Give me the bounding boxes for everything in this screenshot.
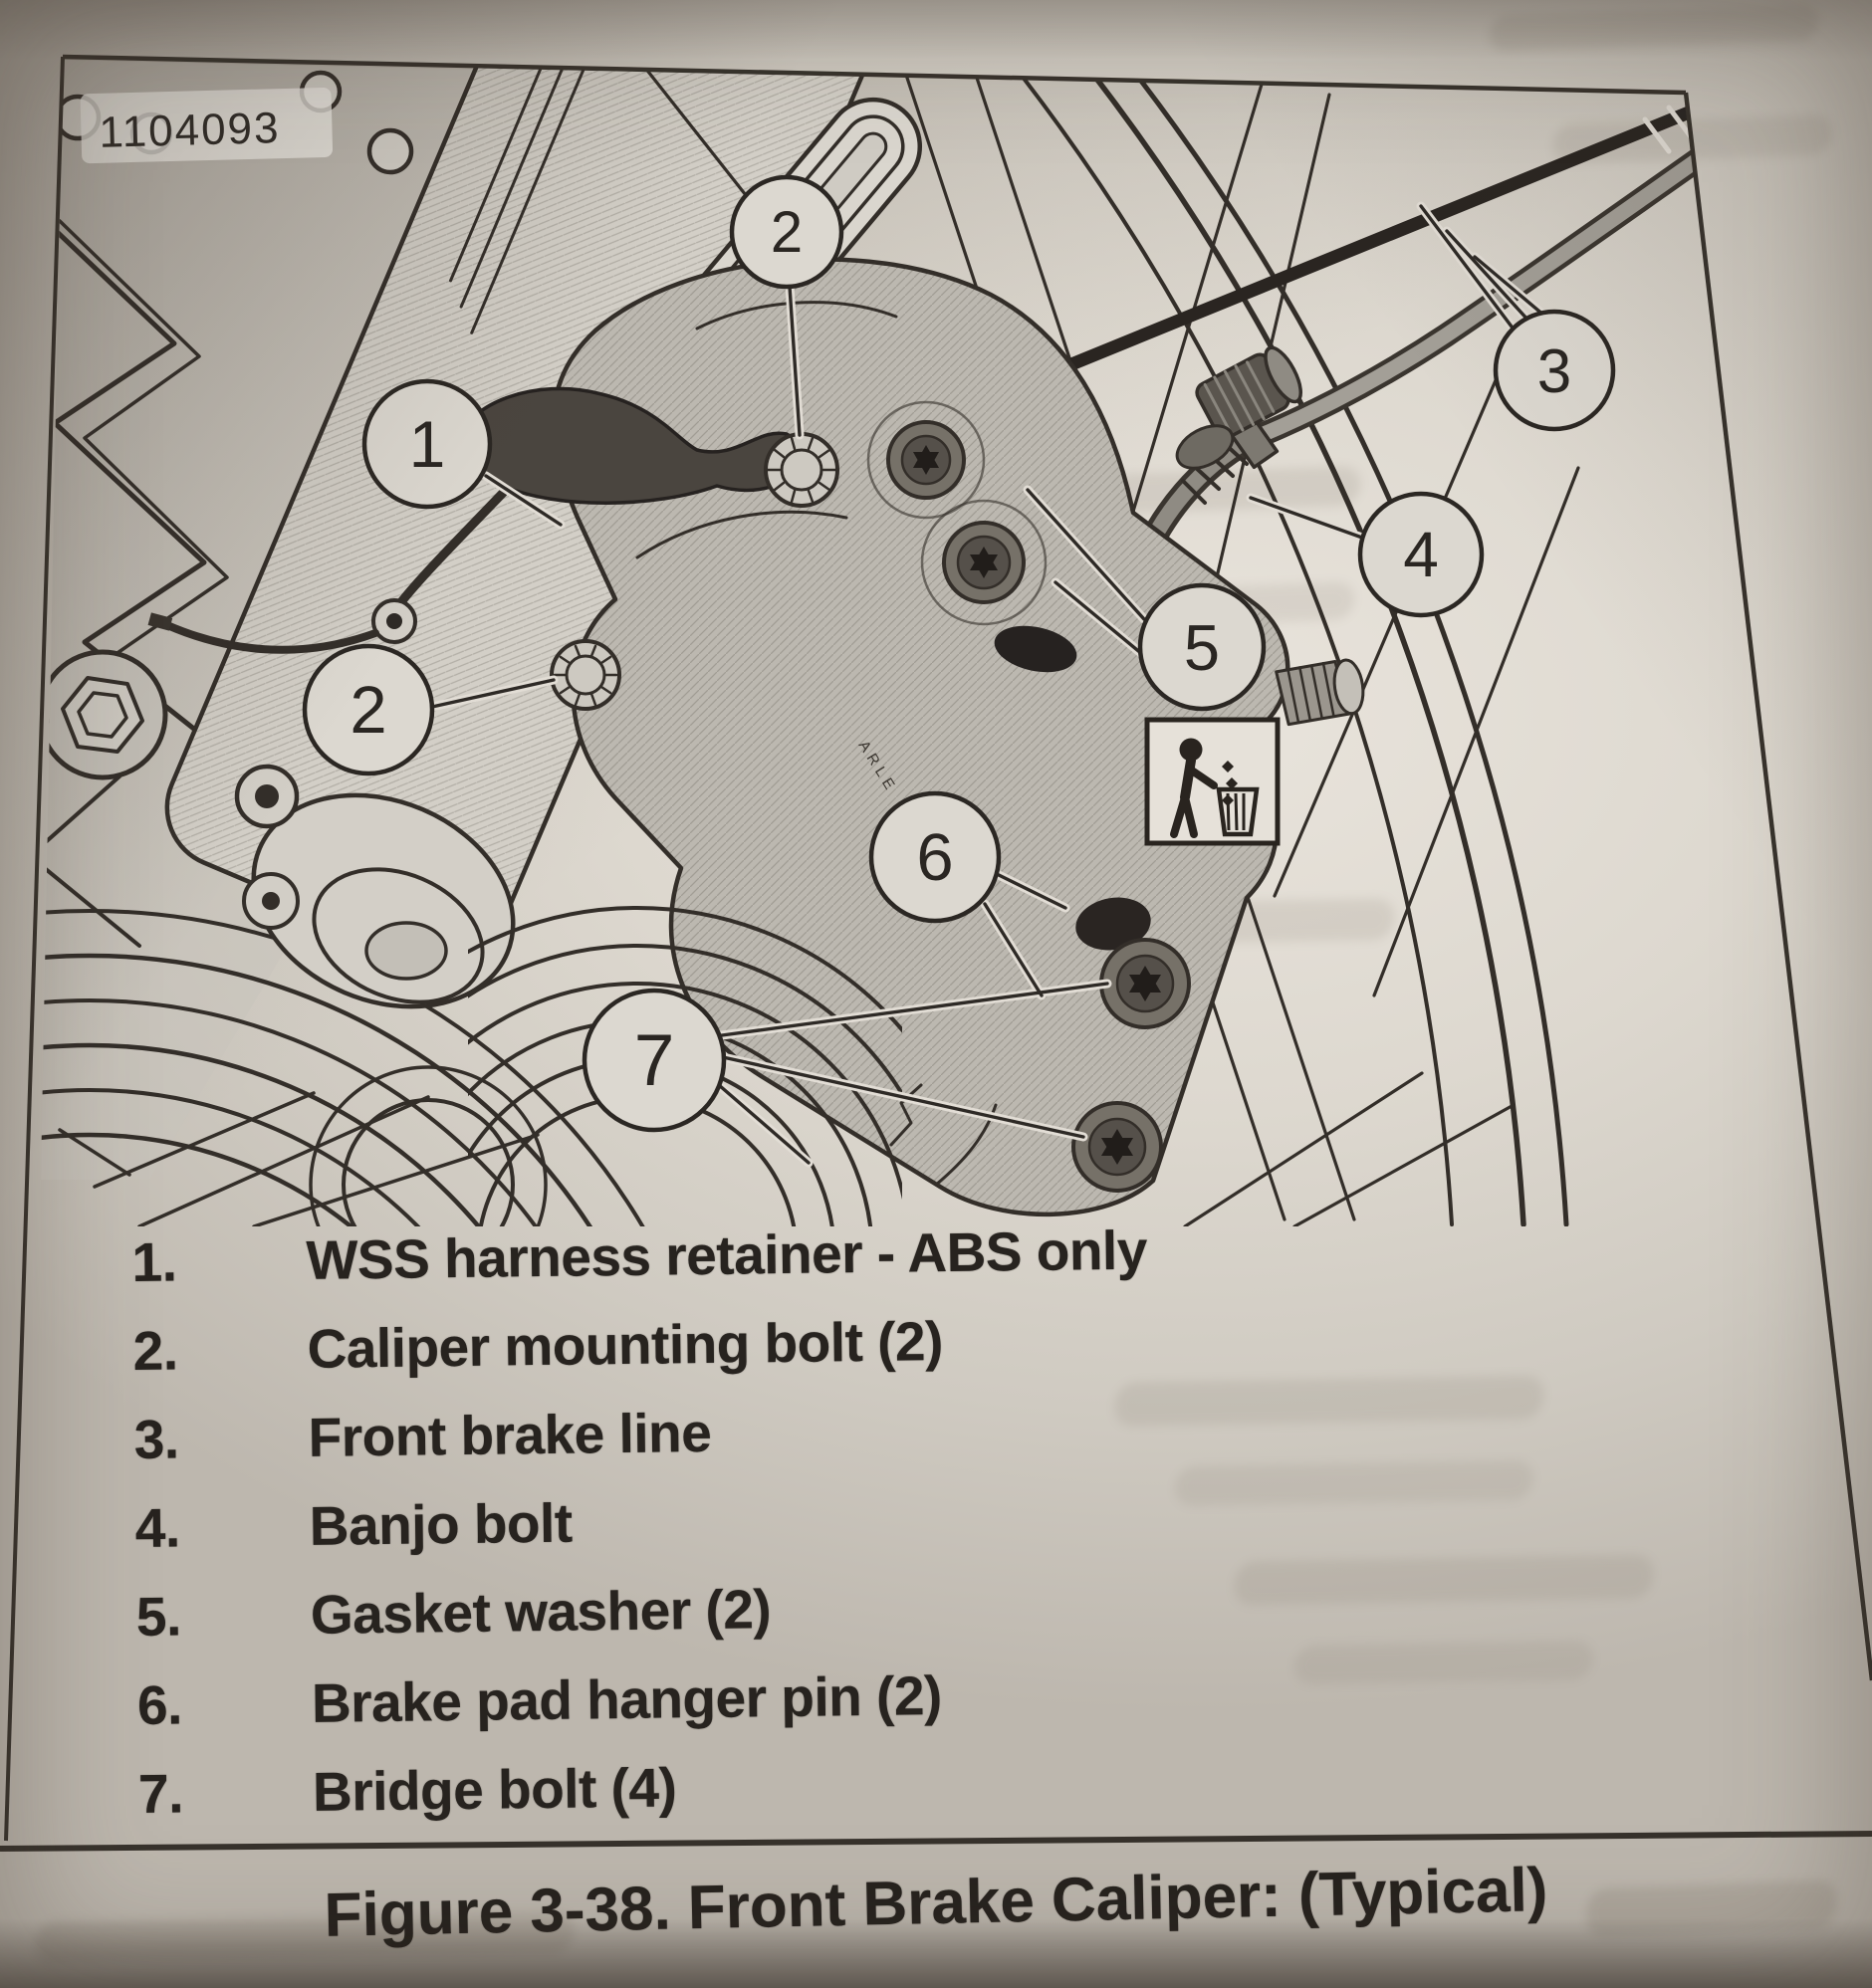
brake-rotor-arcs	[40, 909, 697, 1226]
callout-4-number: 4	[1403, 519, 1439, 590]
legend-item-label: Bridge bolt (4)	[312, 1756, 677, 1823]
hanger-pin-hole-2	[1075, 897, 1151, 951]
hanger-pin-hole	[994, 625, 1077, 673]
image-id-label: 1104093	[80, 87, 334, 164]
figure-frame	[0, 54, 1872, 1852]
gasket-washer	[1175, 424, 1235, 470]
legend-item-label: WSS harness retainer - ABS only	[306, 1218, 1148, 1291]
callout-2-left: 2	[302, 643, 435, 776]
callout-3-number: 3	[1537, 337, 1571, 406]
callout-1-number: 1	[409, 407, 446, 481]
callout-leader-lines	[427, 201, 1549, 1168]
legend-item-7: 7. Bridge bolt (4)	[138, 1731, 1693, 1839]
callout-markers: 1 2 2 3 4 5 6	[302, 174, 1616, 1133]
legend-item-number: 4.	[134, 1496, 181, 1559]
legend-item-number: 3.	[133, 1408, 179, 1470]
callout-5: 5	[1137, 582, 1267, 712]
bracket-fittings	[234, 764, 300, 930]
callout-4: 4	[1357, 491, 1485, 618]
callout-3: 3	[1493, 309, 1616, 432]
legend-item-label: Caliper mounting bolt (2)	[307, 1310, 944, 1380]
callout-1: 1	[361, 378, 493, 510]
legend-item-number: 6.	[136, 1673, 183, 1736]
callout-2-top-number: 2	[771, 200, 803, 265]
callout-6: 6	[868, 790, 1002, 924]
axle-hex-bolt	[40, 649, 168, 780]
torx-bolts	[886, 420, 1191, 1193]
callout-2-top: 2	[729, 174, 844, 290]
caption-rule	[0, 1831, 1872, 1852]
bleeder-valve	[1275, 658, 1365, 727]
callout-7: 7	[582, 988, 727, 1133]
legend-item-label: Banjo bolt	[309, 1491, 574, 1557]
spoke-lines-left	[58, 1091, 540, 1226]
legend-item-label: Front brake line	[308, 1401, 712, 1468]
legend-item-label: Gasket washer (2)	[310, 1578, 772, 1646]
callout-2-left-number: 2	[350, 673, 386, 748]
figure-legend: 1. WSS harness retainer - ABS only 2. Ca…	[131, 1200, 1692, 1839]
legend-item-number: 7.	[137, 1762, 184, 1825]
banjo-bolt	[1195, 345, 1302, 440]
dispose-in-trash-icon	[1144, 717, 1281, 846]
callout-7-number: 7	[634, 1020, 675, 1101]
legend-item-number: 2.	[132, 1319, 178, 1382]
caliper-mounting-bolt-top	[764, 432, 839, 508]
caliper-mounting-bolt-left	[550, 639, 621, 711]
wss-harness-retainer	[457, 386, 814, 505]
wss-sensor-cable	[147, 485, 511, 654]
callout-5-number: 5	[1184, 611, 1220, 684]
legend-item-number: 1.	[131, 1230, 177, 1293]
legend-item-number: 5.	[135, 1585, 182, 1648]
image-id-text: 1104093	[99, 104, 281, 157]
callout-6-number: 6	[916, 820, 953, 895]
legend-item-label: Brake pad hanger pin (2)	[311, 1664, 943, 1734]
